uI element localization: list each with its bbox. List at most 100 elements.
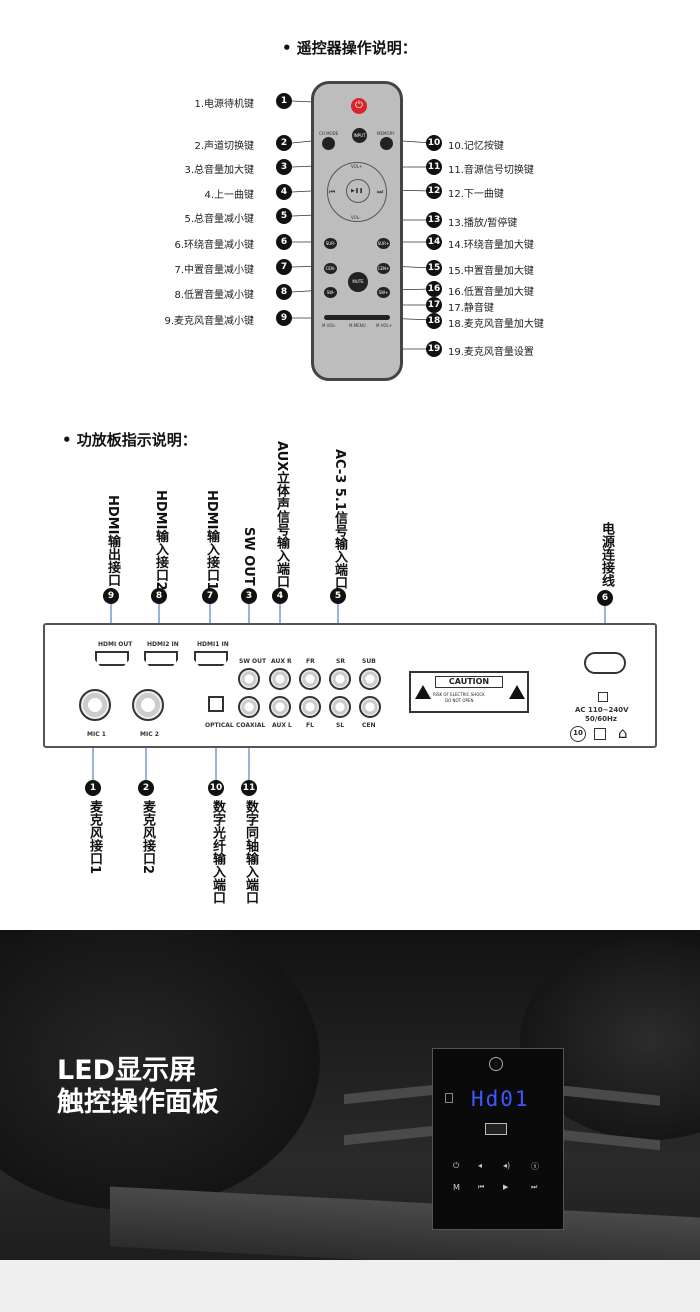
mode-touch-icon[interactable]: M [453,1183,460,1192]
play-touch-icon[interactable]: ▶ [503,1183,509,1191]
label-sw-down: 8.低置音量减小键 [174,290,254,301]
cen-plus-button[interactable]: CEN+ [377,263,390,274]
ch-mode-button[interactable] [322,137,335,150]
sr-jack[interactable] [329,668,351,690]
badge-hdmi2-in: 8 [151,588,167,604]
volume-up-touch-icon[interactable]: ◂) [503,1161,511,1170]
fl-text: FL [306,722,314,729]
power-button[interactable]: ⏻ [351,98,367,114]
play-pause-button[interactable]: ▶❚❚ [351,188,364,194]
ac-voltage-text: AC 110~240V [575,706,629,714]
sur-plus-button[interactable]: SUR+ [377,238,390,249]
mic1-jack[interactable] [79,689,111,721]
led-title-line1: LED显示屏 [57,1055,197,1086]
sw-plus-button[interactable]: SW+ [377,287,390,298]
label-mic-setting: 19.麦克风音量设置 [448,347,534,358]
label-input: 11.音源信号切换键 [448,165,534,176]
vol-minus-button[interactable]: VOL- [351,215,361,220]
memory-button[interactable] [380,137,393,150]
aux-l-jack[interactable] [269,696,291,718]
ac-frequency-text: 50/60Hz [585,715,617,723]
next-touch-icon[interactable]: ⏭ [531,1183,538,1191]
label-sw-out: SW OUT [241,527,256,586]
label-mic-up: 18.麦克风音量加大键 [448,319,544,330]
usb-port[interactable] [485,1123,507,1135]
next-button[interactable]: ⏭ [377,188,384,196]
brand-logo-icon [489,1057,503,1071]
sl-text: SL [336,722,345,729]
mute-button[interactable]: MUTE [348,272,368,292]
badge-3: 3 [276,159,292,175]
hdmi2-in-port[interactable] [144,651,178,666]
sw-out-text: SW OUT [239,658,267,665]
prev-touch-icon[interactable]: ⏮ [478,1183,485,1191]
label-memory: 10.记忆按键 [448,141,504,152]
source-touch-icon[interactable]: ⓢ [531,1162,539,1171]
touch-control-panel: Hd01 ⏻ ◂ ◂) ⓢ M ⏮ ▶ ⏭ [432,1048,564,1230]
label-vol-up: 3.总音量加大键 [184,165,254,176]
label-hdmi1-in: HDMI输入接口1 [204,490,219,591]
label-power-cord: 电源连接线 [599,522,614,587]
label-sur-up: 14.环绕音量加大键 [448,240,534,251]
memory-text: MEMORY [377,131,395,136]
sur-minus-button[interactable]: SUR- [324,238,337,249]
fr-jack[interactable] [299,668,321,690]
coaxial-jack[interactable] [238,696,260,718]
badge-18: 18 [426,313,442,329]
badge-16: 16 [426,281,442,297]
label-next: 12.下一曲键 [448,189,504,200]
amp-section-title: • 功放板指示说明： [62,431,197,449]
badge-hdmi-out: 9 [103,588,119,604]
mic-volume-bar[interactable] [324,315,390,320]
badge-11: 11 [426,159,442,175]
label-mute: 17.静音键 [448,303,494,314]
warning-icon-left [415,685,431,699]
optical-port[interactable] [208,696,224,712]
sw-out-jack[interactable] [238,668,260,690]
badge-5: 5 [276,208,292,224]
double-insulation-icon [598,692,608,702]
badge-13: 13 [426,212,442,228]
sl-jack[interactable] [329,696,351,718]
speaker-bulge-left [0,930,320,1210]
badge-mic1: 1 [85,780,101,796]
label-sw-up: 16.低置音量加大键 [448,287,534,298]
indoor-use-icon: ⌂ [618,724,628,742]
aux-r-jack[interactable] [269,668,291,690]
sw-minus-button[interactable]: SW- [324,287,337,298]
label-mic1: 麦克风接口1 [87,800,102,875]
fl-jack[interactable] [299,696,321,718]
badge-14: 14 [426,234,442,250]
mvol-plus-text: M.VOL+ [376,323,393,328]
label-cen-down: 7.中置音量减小键 [174,265,254,276]
power-touch-icon[interactable]: ⏻ [453,1161,460,1170]
input-button[interactable]: INPUT [352,128,367,143]
label-sur-down: 6.环绕音量减小键 [174,240,254,251]
power-inlet[interactable] [584,652,626,674]
label-hdmi-out: HDMI输出接口 [105,495,120,587]
mic2-jack[interactable] [132,689,164,721]
label-ac3: AC-3 5.1信号输入端口 [332,449,347,589]
vol-plus-button[interactable]: VOL+ [351,164,363,169]
hdmi1-in-text: HDMI1 IN [197,641,229,648]
sr-text: SR [336,658,345,665]
cen-jack[interactable] [359,696,381,718]
badge-8: 8 [276,284,292,300]
coaxial-text: COAXIAL [236,722,266,729]
prev-button[interactable]: ⏮ [329,188,336,196]
aux-l-text: AUX L [272,722,292,729]
nav-ring [327,162,387,222]
badge-17: 17 [426,297,442,313]
cen-minus-button[interactable]: CEN- [324,263,337,274]
led-panel-photo: LED显示屏 触控操作面板 Hd01 ⏻ ◂ ◂) ⓢ M ⏮ ▶ ⏭ [0,930,700,1312]
badge-ac3: 5 [330,588,346,604]
sub-jack[interactable] [359,668,381,690]
label-optical: 数字光纤输入端口 [210,800,225,904]
volume-down-touch-icon[interactable]: ◂ [478,1161,483,1170]
label-prev: 4.上一曲键 [204,190,254,201]
floor [0,1260,700,1312]
hdmi-out-port[interactable] [95,651,129,666]
label-aux: AUX立体声信号输入端口 [274,441,289,589]
led-title-line2: 触控操作面板 [57,1087,219,1118]
hdmi1-in-port[interactable] [194,651,228,666]
